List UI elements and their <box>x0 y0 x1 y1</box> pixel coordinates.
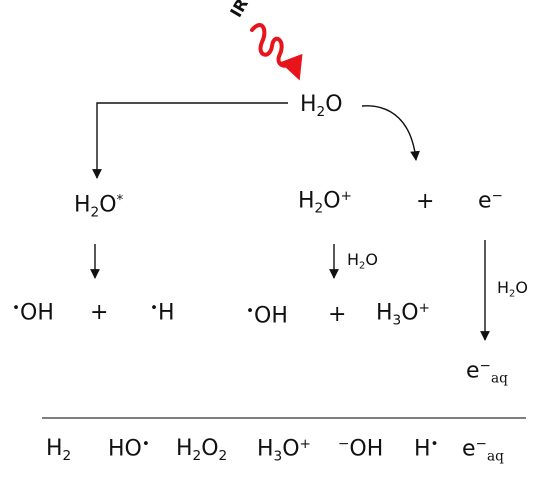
hydrogen-radical-left: •H <box>150 300 175 326</box>
hydroxyl-radical-left-dot: • <box>12 300 21 316</box>
excited-water-sub: 2 <box>90 204 100 221</box>
water-cation-main: H <box>298 188 315 214</box>
summary-hydrogen-radical: H• <box>414 436 439 462</box>
summary-hydrogen-radical-main: H <box>414 436 431 462</box>
summary-hydroxide: −OH <box>338 436 384 462</box>
summary-hydroxide-sup: − <box>338 436 350 452</box>
summary-hydronium-sub: 3 <box>273 448 283 465</box>
hydroxyl-radical-left-main: OH <box>20 300 54 326</box>
plus-middle-products-text: + <box>328 302 347 327</box>
hydrated-electron-main: e <box>466 358 480 384</box>
hydronium-middle-tail: O <box>401 300 419 326</box>
hydroxyl-radical-middle-dot: • <box>246 303 255 319</box>
summary-hydronium-main: H <box>257 436 274 462</box>
summary-hydroxyl: HO• <box>108 436 150 462</box>
water-reagent-electron-tail: O <box>515 278 528 297</box>
plus-ionization-text: + <box>416 189 435 214</box>
source-water: H2O <box>300 94 343 119</box>
hydroxyl-radical-middle-main: OH <box>254 303 288 329</box>
hydrated-electron-sub: aq <box>490 370 508 387</box>
arrow-to-excited <box>92 102 288 179</box>
hydrated-electron: e−aq <box>466 358 508 387</box>
summary-peroxide: H2O2 <box>176 438 227 463</box>
hydrated-electron-sup: − <box>479 358 491 374</box>
water-reagent-ion-main: H <box>347 250 360 269</box>
summary-hydrated-electron-main: e <box>462 436 476 462</box>
summary-peroxide-main: H <box>176 436 193 461</box>
hydrogen-radical-left-dot: • <box>150 300 159 316</box>
hydroxyl-radical-middle: •OH <box>246 303 288 329</box>
water-reagent-ion: H2O <box>347 252 378 271</box>
excited-water: H2O* <box>74 192 124 221</box>
water-reagent-electron-sub: 2 <box>509 288 516 300</box>
summary-hydrated-electron-sub: aq <box>486 448 504 465</box>
summary-hydroxyl-sup: • <box>141 436 150 452</box>
source-water-tail: O <box>325 92 343 117</box>
summary-peroxide-sub2: 2 <box>218 447 228 464</box>
summary-hydronium: H3O+ <box>257 436 311 465</box>
excited-water-tail: O <box>99 192 117 218</box>
excited-water-sup: * <box>116 192 124 208</box>
hydronium-middle: H3O+ <box>376 300 430 329</box>
hydronium-middle-main: H <box>376 300 393 326</box>
summary-h2-sub: 2 <box>62 447 72 464</box>
summary-hydronium-sup: + <box>299 436 311 452</box>
hydronium-middle-sup: + <box>418 300 430 316</box>
summary-hydrated-electron-sup: − <box>475 436 487 452</box>
plus-left-products-text: + <box>90 300 109 325</box>
plus-ionization: + <box>416 191 434 213</box>
hydroxyl-radical-left: •OH <box>12 300 54 326</box>
summary-hydrated-electron: e−aq <box>462 436 504 465</box>
summary-h2-main: H <box>46 436 63 461</box>
arrow-to-ion <box>361 105 420 161</box>
water-cation-tail: O <box>323 188 341 214</box>
free-electron: e− <box>478 188 503 214</box>
summary-hydroxide-main: OH <box>349 436 384 462</box>
hydronium-middle-sub: 3 <box>392 312 402 329</box>
water-cation: H2O+ <box>298 188 352 217</box>
summary-hydrogen-radical-sup: • <box>430 436 439 452</box>
ir-wave-arrow <box>250 23 303 81</box>
free-electron-sup: − <box>491 188 503 204</box>
hydrogen-radical-left-main: H <box>158 300 175 326</box>
summary-peroxide-mid: O <box>201 436 219 461</box>
water-reagent-ion-sub: 2 <box>359 260 366 272</box>
water-cation-sup: + <box>340 188 352 204</box>
free-electron-main: e <box>478 188 492 214</box>
summary-hydroxyl-main: HO <box>108 436 142 462</box>
source-water-sub: 2 <box>316 103 326 120</box>
summary-hydronium-tail: O <box>282 436 300 462</box>
summary-peroxide-sub: 2 <box>192 447 202 464</box>
plus-left-products: + <box>90 302 108 324</box>
water-reagent-ion-tail: O <box>365 250 378 269</box>
excited-water-main: H <box>74 192 91 218</box>
water-cation-sub: 2 <box>314 200 324 217</box>
source-water-main: H <box>300 92 317 117</box>
water-reagent-electron-main: H <box>497 278 510 297</box>
water-reagent-electron: H2O <box>497 280 528 299</box>
summary-h2: H2 <box>46 438 71 463</box>
plus-middle-products: + <box>328 304 346 326</box>
